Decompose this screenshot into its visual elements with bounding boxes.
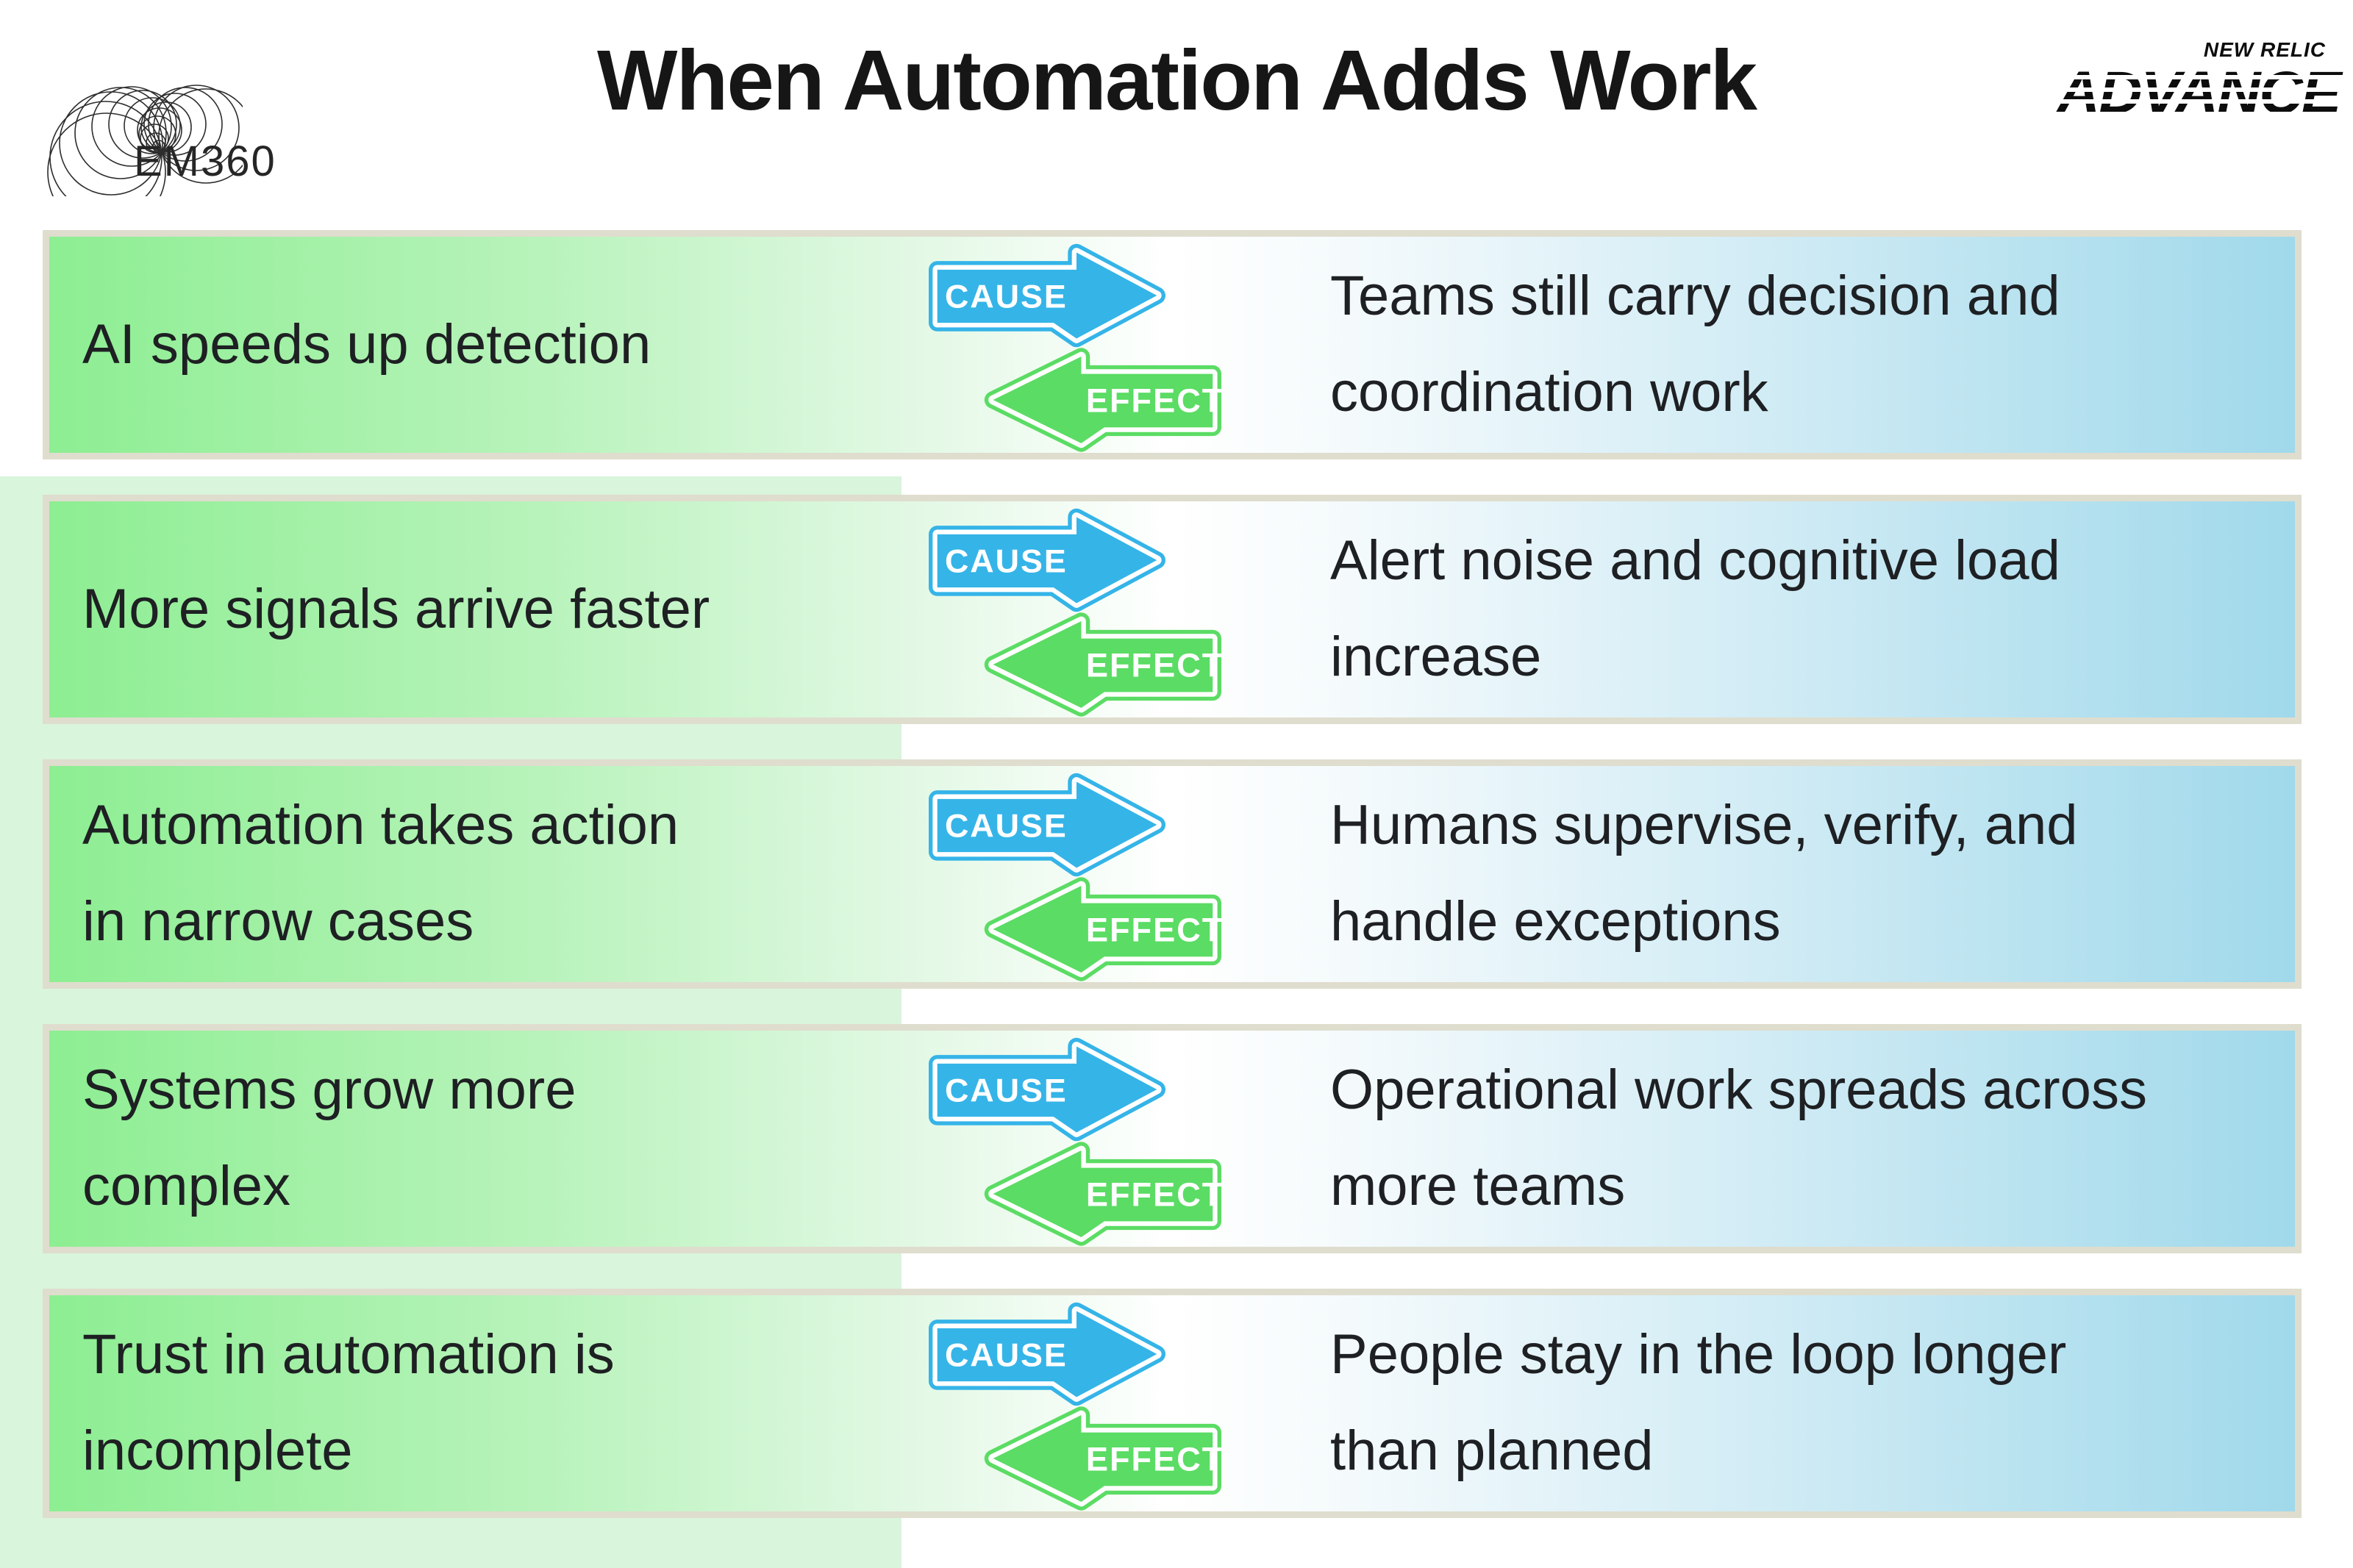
effect-text: Operational work spreads across more tea… — [1330, 1059, 2147, 1217]
cause-text: Automation takes action in narrow cases — [82, 794, 679, 953]
cause-effect-arrows: CAUSE EFFECT — [929, 1295, 1282, 1511]
svg-text:CAUSE: CAUSE — [945, 543, 1068, 580]
cause-arrow-icon: CAUSE — [929, 1037, 1165, 1142]
cause-arrow-icon: CAUSE — [929, 773, 1165, 877]
effect-text: Teams still carry decision and coordinat… — [1330, 265, 2060, 423]
cause-effect-row: Trust in automation is incomplete CAUSE … — [43, 1289, 2302, 1518]
cause-arrow-icon: CAUSE — [929, 1302, 1165, 1406]
svg-text:EFFECT: EFFECT — [1086, 1441, 1224, 1478]
page-title: When Automation Adds Work — [596, 32, 1757, 128]
svg-text:CAUSE: CAUSE — [945, 278, 1068, 315]
cause-effect-row: Automation takes action in narrow cases … — [43, 759, 2302, 989]
logo-stripe — [2035, 99, 2345, 104]
cause-effect-arrows: CAUSE EFFECT — [929, 501, 1282, 717]
effect-arrow-icon: EFFECT — [984, 348, 1224, 452]
new-relic-wordmark: NEW RELIC — [2203, 38, 2326, 61]
logo-stripe — [2035, 87, 2345, 92]
svg-text:EFFECT: EFFECT — [1086, 1176, 1224, 1214]
effect-text: Alert noise and cognitive load increase — [1330, 529, 2060, 688]
em360-wordmark: EM360 — [134, 137, 276, 185]
cause-arrow-icon: CAUSE — [929, 508, 1165, 612]
effect-text: People stay in the loop longer than plan… — [1330, 1323, 2067, 1482]
svg-text:CAUSE: CAUSE — [945, 1336, 1068, 1374]
effect-text: Humans supervise, verify, and handle exc… — [1330, 794, 2078, 953]
cause-effect-arrows: CAUSE EFFECT — [929, 1031, 1282, 1247]
cause-effect-row: More signals arrive faster CAUSE EFFECT … — [43, 495, 2302, 724]
cause-text: Systems grow more complex — [82, 1059, 576, 1217]
effect-arrow-icon: EFFECT — [984, 612, 1224, 717]
logo-stripe — [2035, 111, 2345, 116]
cause-arrow-icon: CAUSE — [929, 243, 1165, 348]
logo-stripe — [2035, 75, 2345, 80]
effect-arrow-icon: EFFECT — [984, 1142, 1224, 1246]
svg-text:EFFECT: EFFECT — [1086, 647, 1224, 684]
svg-text:EFFECT: EFFECT — [1086, 912, 1224, 949]
cause-text: Trust in automation is incomplete — [82, 1323, 615, 1482]
advance-wordmark: ADVANCE — [2035, 63, 2345, 123]
svg-text:CAUSE: CAUSE — [945, 807, 1068, 845]
cause-effect-row: AI speeds up detection CAUSE EFFECT Team… — [43, 230, 2302, 459]
effect-arrow-icon: EFFECT — [984, 1406, 1224, 1511]
new-relic-advance-logo: NEW RELIC ADVANCE — [2035, 38, 2345, 123]
cause-effect-row: Systems grow more complex CAUSE EFFECT O… — [43, 1024, 2302, 1253]
cause-text: More signals arrive faster — [82, 577, 710, 640]
svg-text:CAUSE: CAUSE — [945, 1072, 1068, 1109]
svg-text:EFFECT: EFFECT — [1086, 382, 1224, 420]
effect-arrow-icon: EFFECT — [984, 877, 1224, 981]
cause-effect-arrows: CAUSE EFFECT — [929, 766, 1282, 982]
cause-text: AI speeds up detection — [82, 312, 651, 376]
cause-effect-arrows: CAUSE EFFECT — [929, 237, 1282, 453]
